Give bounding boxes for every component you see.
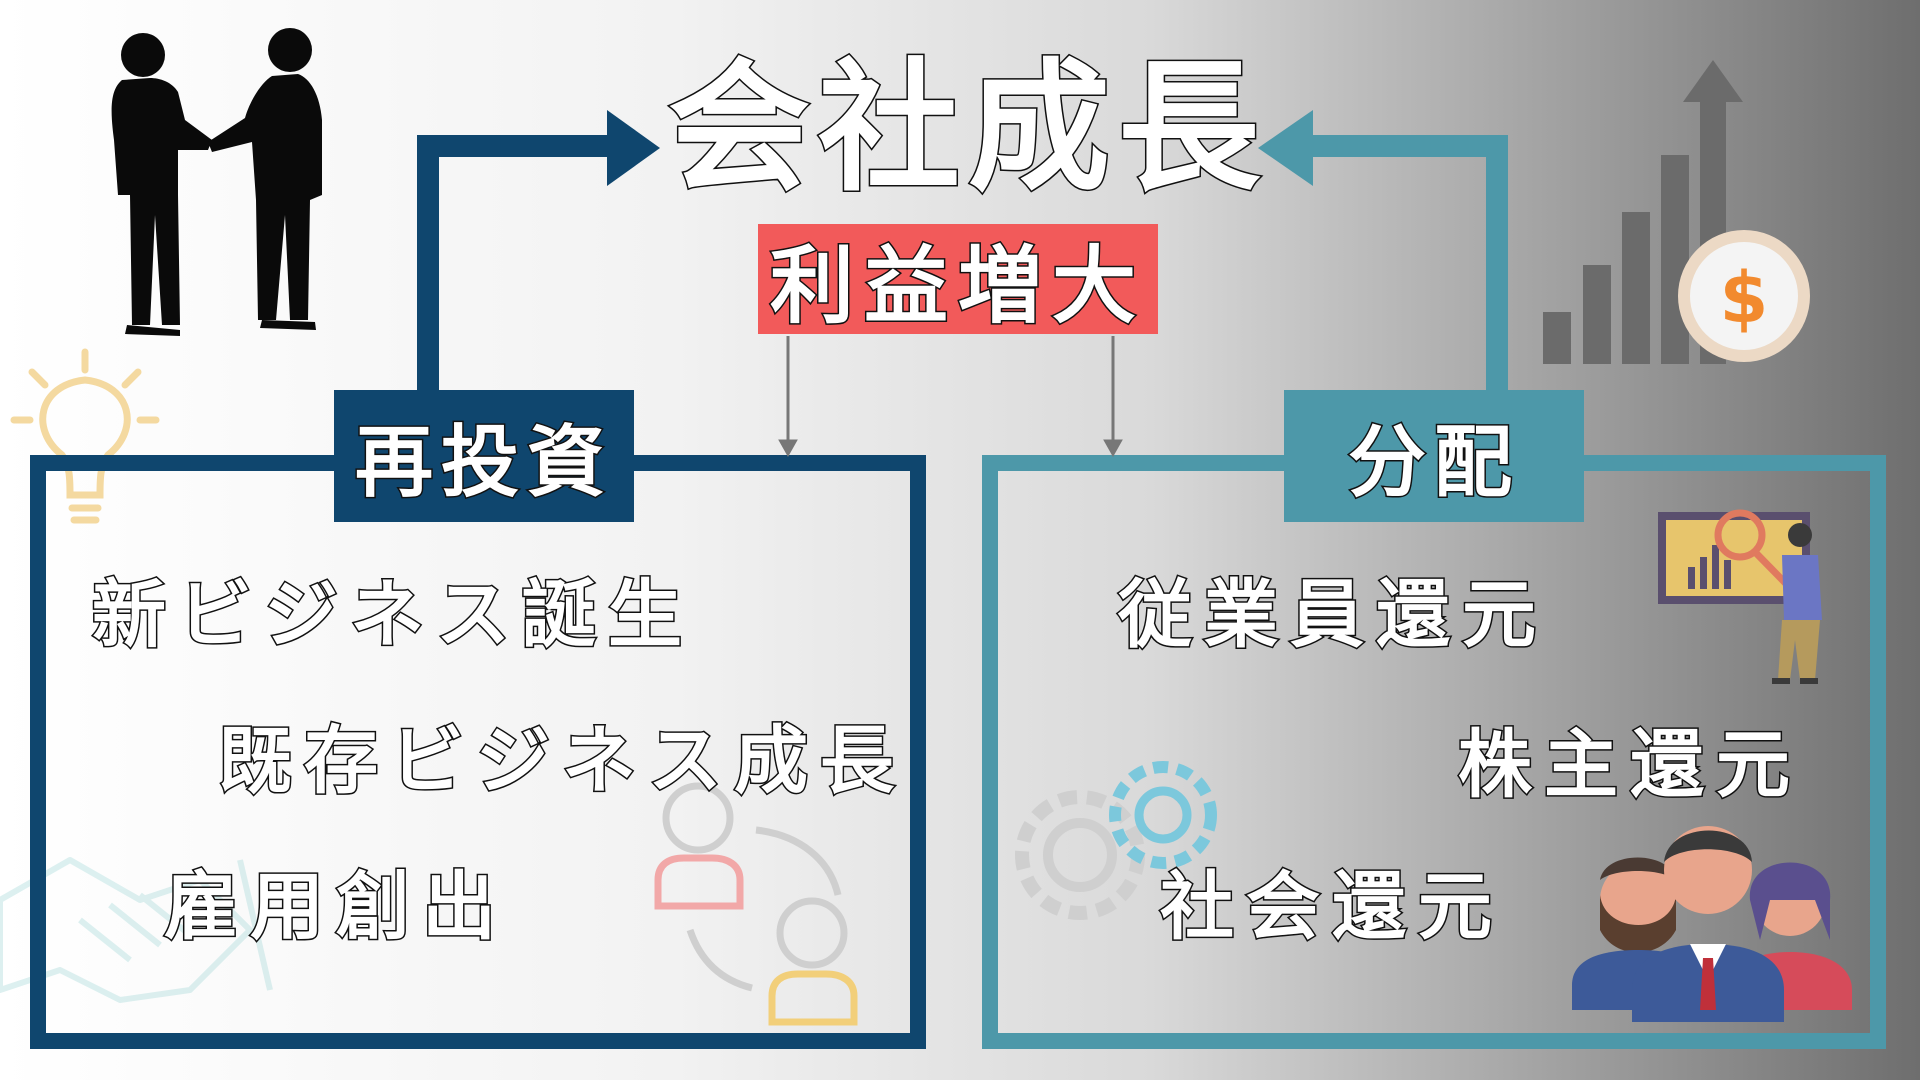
distribution-label: 分配 xyxy=(1346,417,1520,510)
lightbulb-icon xyxy=(10,348,160,524)
gears-icon xyxy=(1015,761,1217,920)
employee-return-item: 従業員還元 xyxy=(1117,572,1548,658)
profit-down-arrow-right xyxy=(1103,336,1123,458)
job-creation-item: 雇用創出 xyxy=(163,864,508,950)
social-return-item: 社会還元 xyxy=(1159,864,1504,950)
profit-down-arrow-left xyxy=(778,336,798,458)
svg-text:$: $ xyxy=(1720,257,1769,339)
business-team-icon xyxy=(1572,826,1852,1022)
handshake-silhouette-icon xyxy=(111,28,322,336)
reinvest-label: 再投資 xyxy=(353,417,613,510)
page-title: 会社成長 xyxy=(667,46,1268,211)
reinvest-label-box: 再投資 xyxy=(334,390,634,522)
analyst-icon xyxy=(1658,509,1822,684)
shareholder-return-item: 株主還元 xyxy=(1457,722,1802,808)
existing-business-growth-item: 既存ビジネス成長 xyxy=(217,718,906,804)
new-business-item: 新ビジネス誕生 xyxy=(91,572,694,658)
dollar-coin-icon: $ xyxy=(1678,230,1810,362)
reinvest-to-growth-arrow xyxy=(417,110,660,395)
people-cycle-icon xyxy=(654,782,858,1026)
distribution-to-growth-arrow xyxy=(1258,110,1508,395)
profit-increase-box: 利益増大 xyxy=(758,224,1158,336)
distribution-label-box: 分配 xyxy=(1284,390,1584,522)
profit-increase-label: 利益増大 xyxy=(768,235,1146,336)
